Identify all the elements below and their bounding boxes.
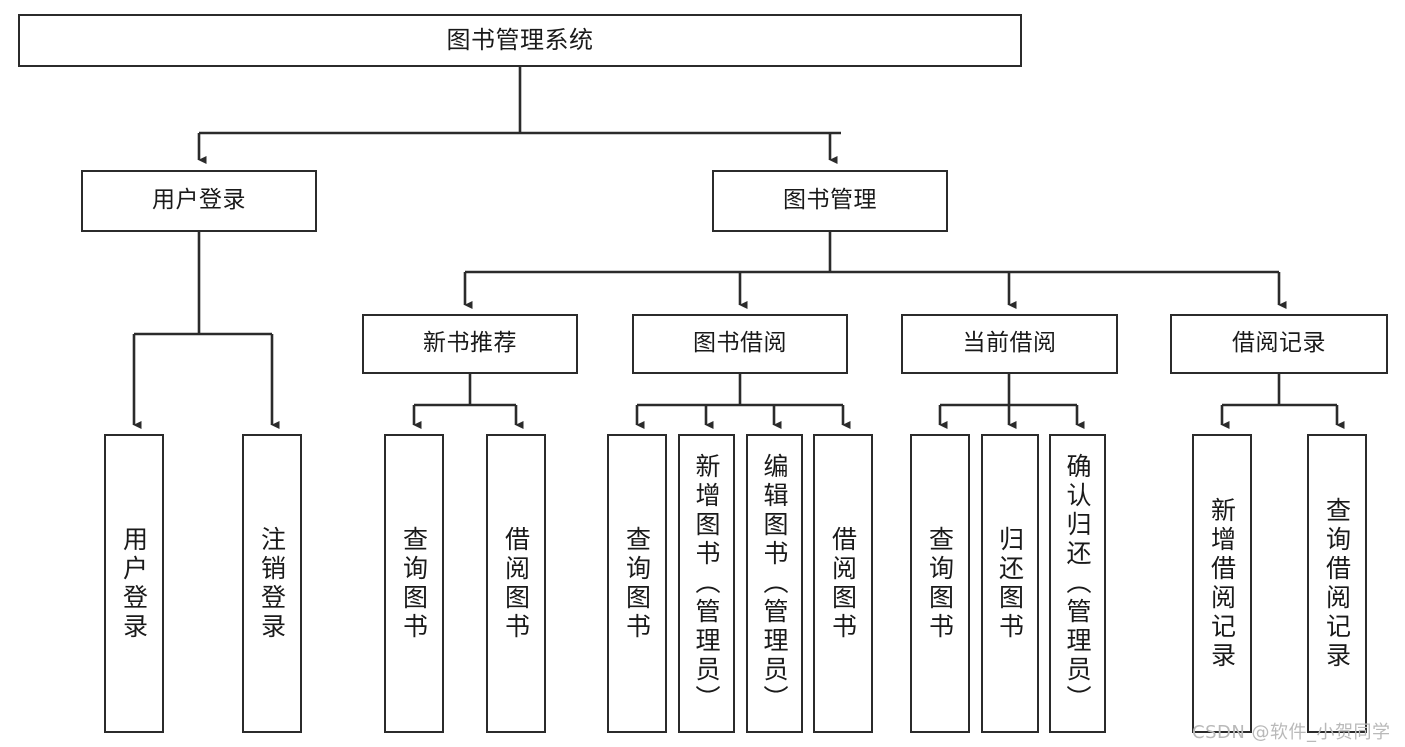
node-leaf-user-login[interactable]: 用户登录 bbox=[104, 434, 164, 733]
node-book-management[interactable]: 图书管理 bbox=[712, 170, 948, 232]
node-leaf-query-book-current[interactable]: 查询图书 bbox=[910, 434, 970, 733]
node-label: 编辑图书（管理员） bbox=[760, 453, 789, 714]
node-label: 查询借阅记录 bbox=[1322, 496, 1352, 671]
node-new-book-recommend[interactable]: 新书推荐 bbox=[362, 314, 578, 374]
node-leaf-borrow-book[interactable]: 借阅图书 bbox=[813, 434, 873, 733]
node-label: 查询图书 bbox=[399, 525, 429, 642]
node-leaf-add-borrow-record[interactable]: 新增借阅记录 bbox=[1192, 434, 1252, 733]
node-leaf-query-book-borrow[interactable]: 查询图书 bbox=[607, 434, 667, 733]
node-label: 新增借阅记录 bbox=[1207, 496, 1237, 671]
node-label: 注销登录 bbox=[257, 525, 287, 642]
node-label: 图书借阅 bbox=[693, 330, 787, 357]
node-leaf-confirm-return-admin[interactable]: 确认归还（管理员） bbox=[1049, 434, 1106, 733]
node-label: 借阅记录 bbox=[1232, 330, 1326, 357]
node-label: 用户登录 bbox=[119, 525, 149, 642]
node-label: 确认归还（管理员） bbox=[1063, 453, 1092, 714]
node-label: 图书管理系统 bbox=[446, 26, 594, 55]
node-borrow-record[interactable]: 借阅记录 bbox=[1170, 314, 1388, 374]
node-label: 图书管理 bbox=[783, 187, 877, 214]
node-label: 新增图书（管理员） bbox=[692, 453, 721, 714]
node-leaf-query-book-recommend[interactable]: 查询图书 bbox=[384, 434, 444, 733]
node-user-login[interactable]: 用户登录 bbox=[81, 170, 317, 232]
node-label: 归还图书 bbox=[995, 525, 1025, 642]
node-current-borrow[interactable]: 当前借阅 bbox=[901, 314, 1118, 374]
node-root-book-management-system[interactable]: 图书管理系统 bbox=[18, 14, 1022, 67]
node-label: 用户登录 bbox=[152, 187, 246, 214]
node-leaf-user-logout[interactable]: 注销登录 bbox=[242, 434, 302, 733]
node-label: 查询图书 bbox=[622, 525, 652, 642]
node-leaf-borrow-book-recommend[interactable]: 借阅图书 bbox=[486, 434, 546, 733]
node-leaf-query-borrow-record[interactable]: 查询借阅记录 bbox=[1307, 434, 1367, 733]
node-leaf-edit-book-admin[interactable]: 编辑图书（管理员） bbox=[746, 434, 803, 733]
node-leaf-add-book-admin[interactable]: 新增图书（管理员） bbox=[678, 434, 735, 733]
csdn-watermark: CSDN @软件_小贺同学 bbox=[1192, 718, 1391, 744]
node-leaf-return-book[interactable]: 归还图书 bbox=[981, 434, 1039, 733]
node-label: 查询图书 bbox=[925, 525, 955, 642]
node-label: 借阅图书 bbox=[828, 525, 858, 642]
node-label: 新书推荐 bbox=[423, 330, 517, 357]
watermark-text: CSDN @软件_小贺同学 bbox=[1192, 722, 1391, 743]
node-book-borrow[interactable]: 图书借阅 bbox=[632, 314, 848, 374]
node-label: 当前借阅 bbox=[962, 330, 1057, 357]
node-label: 借阅图书 bbox=[501, 525, 531, 642]
